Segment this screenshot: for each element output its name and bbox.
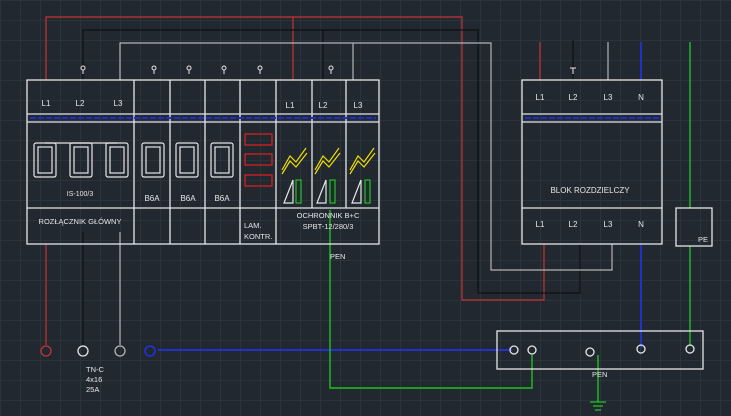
block-bottom-l1: L1 xyxy=(536,220,545,229)
terminal-marker xyxy=(221,65,227,74)
terminal-marker xyxy=(151,65,157,74)
breaker-rating-3: B6A xyxy=(214,194,230,203)
block-caption: BLOK ROZDZIELCZY xyxy=(550,186,630,195)
surge-terminal-l3: L3 xyxy=(354,101,363,110)
block-top-l2: L2 xyxy=(569,93,578,102)
main-switch-handles xyxy=(33,142,129,178)
terminal-marker xyxy=(570,67,576,74)
main-panel xyxy=(26,79,380,245)
lamps-caption-line1: LAM. xyxy=(244,221,262,230)
phase-l1-wiring xyxy=(45,16,545,345)
terminal-markers xyxy=(80,65,576,74)
wire-pen-surge xyxy=(329,210,533,389)
neutral-wiring xyxy=(158,42,642,351)
block-bottom-l2: L2 xyxy=(569,220,578,229)
surge-terminal-l2: L2 xyxy=(319,101,328,110)
supply-cable-line3: 25A xyxy=(86,385,99,394)
supply-cable-line1: TN-C xyxy=(86,365,104,374)
block-top-l3: L3 xyxy=(604,93,613,102)
surge-bolt-icons xyxy=(281,147,376,175)
block-bottom-l3: L3 xyxy=(604,220,613,229)
surge-caption-line2: SPBT-12/280/3 xyxy=(303,222,354,231)
main-switch-caption: ROZŁĄCZNIK GŁÓWNY xyxy=(39,217,122,226)
breaker-rating-1: B6A xyxy=(144,194,160,203)
protective-wiring xyxy=(329,42,691,402)
breaker-handles xyxy=(141,142,234,178)
phase-l2-wiring xyxy=(82,29,581,345)
distribution-block xyxy=(521,79,663,245)
wire-l1-top xyxy=(45,16,545,301)
terminal-marker xyxy=(186,65,192,74)
pen-bar-label: PEN xyxy=(592,370,607,379)
main-switch-terminal-l2: L2 xyxy=(76,99,85,108)
terminal-marker xyxy=(80,65,86,74)
terminal-marker xyxy=(257,65,263,74)
source-terminals xyxy=(40,345,156,357)
block-bottom-n: N xyxy=(638,220,644,229)
terminal-marker xyxy=(328,65,334,74)
wire-l3-top xyxy=(119,42,613,271)
surge-indicators xyxy=(283,179,371,204)
block-top-l1: L1 xyxy=(536,93,545,102)
lamps-caption-line2: KONTR. xyxy=(244,232,272,241)
wire-l2-top xyxy=(82,29,581,294)
pe-block xyxy=(675,207,713,247)
surge-pen-label: PEN xyxy=(330,252,345,261)
supply-cable-line2: 4x16 xyxy=(86,375,102,384)
phase-l3-wiring xyxy=(119,42,613,345)
pe-block-label: PE xyxy=(698,235,708,244)
surge-caption-line1: OCHRONNIK B+C xyxy=(297,211,360,220)
breaker-rating-2: B6A xyxy=(180,194,196,203)
earth-icon xyxy=(590,401,606,411)
pen-bar xyxy=(496,330,704,370)
surge-terminal-l1: L1 xyxy=(286,101,295,110)
main-switch-model: IS-100/3 xyxy=(67,191,94,198)
block-top-n: N xyxy=(638,93,644,102)
control-lamps xyxy=(244,133,273,187)
main-switch-terminal-l3: L3 xyxy=(114,99,123,108)
main-switch-terminal-l1: L1 xyxy=(42,99,51,108)
